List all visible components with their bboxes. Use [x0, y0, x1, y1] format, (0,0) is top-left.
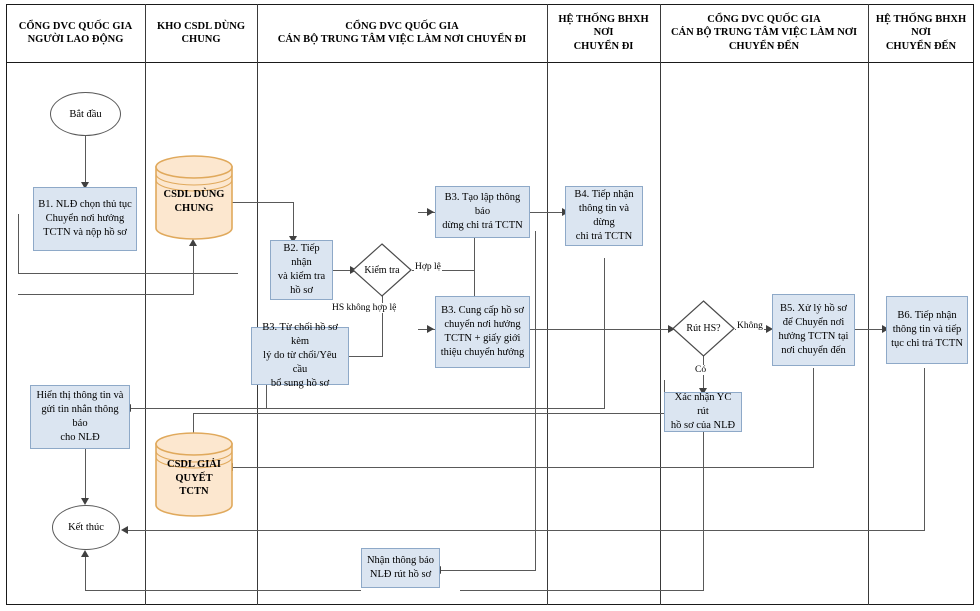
decision-kiem-tra-label: Kiểm tra [364, 264, 400, 276]
edge-taolap-to-nhantb [440, 570, 536, 572]
lane-divider-4 [660, 4, 661, 605]
arrowhead-hienthi-ketthuc [80, 498, 89, 505]
edge-db2-top-feed [193, 413, 195, 448]
arrowhead-db1-in [188, 239, 197, 246]
edge-nhantb-to-ketthuc-h [86, 590, 361, 592]
arrowhead-hople-cungcap [427, 324, 434, 333]
edge-b5-to-b6 [855, 329, 885, 331]
edge-b6-down [924, 368, 926, 531]
edge-b6-to-ketthuc [128, 530, 925, 532]
terminator-start-label: Bắt đầu [69, 108, 102, 120]
edge-label-hop-le: Hợp lệ [414, 262, 442, 272]
edge-khl-h [348, 356, 383, 358]
edge-db1-to-b2-h [232, 202, 294, 204]
edge-label-co: Có [694, 365, 708, 375]
edge-xacnhan-left [193, 413, 665, 415]
edge-b1-loop-v [18, 214, 20, 274]
edge-xacnhan-down [703, 428, 705, 591]
edge-xacnhan-bottom [460, 590, 704, 592]
lane-divider-2 [257, 4, 258, 605]
edge-b2-to-kiemtra [333, 270, 353, 272]
edge-taolap-down-long [535, 231, 537, 571]
terminator-start[interactable]: Bắt đầu [50, 92, 121, 136]
edge-taolap-to-b4 [530, 212, 564, 214]
edge-tuchoi-down [266, 385, 268, 409]
decision-kiem-tra[interactable]: Kiểm tra [352, 243, 412, 297]
edge-kiemtra-hople-h [412, 270, 475, 272]
arrowhead-db1-b2 [288, 236, 297, 243]
arrowhead-ruths-xacnhan [698, 388, 707, 395]
edge-b4-down [604, 258, 606, 409]
cylinder-shape-2 [155, 432, 233, 517]
edge-khl-v [382, 295, 384, 357]
decision-kiem-tra-shape [352, 243, 412, 297]
arrowhead-cungcap-ruths [668, 324, 675, 333]
header-separator [6, 62, 974, 63]
cylinder-shape [155, 155, 233, 240]
decision-rut-ho-so[interactable]: Rút HS? [672, 300, 735, 357]
arrowhead-start-b1 [80, 182, 89, 189]
arrowhead-nhantb-ketthuc [80, 550, 89, 557]
edge-db1-in-v [193, 245, 195, 295]
edge-cungcap-to-ruths [530, 329, 671, 331]
decision-rut-ho-so-label: Rút HS? [686, 323, 721, 334]
arrowhead-b5-b6 [882, 324, 889, 333]
arrowhead-hople-taolap [427, 207, 434, 216]
edge-hople-v [474, 212, 476, 330]
terminator-end[interactable]: Kết thúc [52, 505, 120, 550]
decision-rut-ho-so-shape [672, 300, 735, 357]
edge-hienthi-to-ketthuc [85, 449, 87, 500]
edge-b5-to-db2 [232, 467, 814, 469]
edge-b1-loop-h [18, 273, 238, 275]
edge-db1-in-h [18, 294, 194, 296]
lane-divider-5 [868, 4, 869, 605]
terminator-end-label: Kết thúc [68, 522, 104, 533]
lane-divider-3 [547, 4, 548, 605]
edge-nhantb-to-ketthuc-v [85, 556, 87, 591]
edge-label-khong: Không [736, 321, 764, 331]
arrowhead-to-ketthuc [121, 525, 128, 534]
lane-divider-1 [145, 4, 146, 605]
edge-db1-to-b2-v [293, 202, 295, 238]
edge-start-to-b1 [85, 135, 87, 183]
swimlane-frame [6, 4, 974, 605]
edge-b4-to-hienthi [130, 408, 605, 410]
edge-label-hs-khong-hop-le: HS không hợp lệ [331, 303, 398, 313]
edge-b5-down [813, 368, 815, 468]
arrowhead-ruths-b5 [766, 324, 773, 333]
